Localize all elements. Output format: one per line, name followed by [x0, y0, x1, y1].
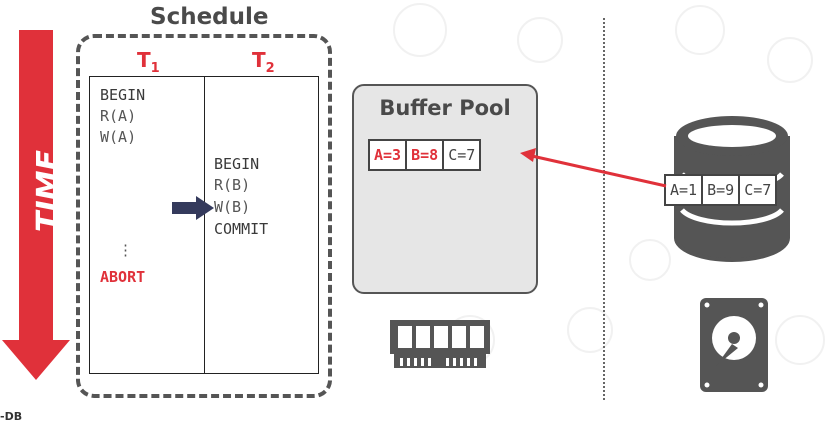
t2-op-begin: BEGIN	[214, 155, 260, 173]
txn-header-t2: T2	[252, 48, 275, 76]
txn-header-t1: T1	[137, 48, 160, 76]
t2-op-write-b: W(B)	[214, 198, 251, 216]
t1-op-begin: BEGIN	[100, 86, 146, 104]
disk-cell-b: B=9	[703, 176, 741, 204]
t2-op-commit: COMMIT	[214, 220, 269, 238]
hard-drive-icon	[700, 298, 768, 392]
column-divider	[204, 77, 205, 373]
disk-cell-c: C=7	[744, 181, 772, 199]
buffer-pool-box: Buffer Pool	[352, 84, 538, 294]
time-arrow-icon	[2, 30, 70, 380]
t1-op-write-a: W(A)	[100, 128, 137, 146]
ram-chip-icon	[390, 320, 490, 368]
t2-op-read-b: R(B)	[214, 176, 251, 194]
schedule-table: BEGIN R(A) W(A) ⋮ ABORT BEGIN R(B) W(B) …	[89, 76, 319, 374]
page-fetch-arrow-icon	[520, 148, 667, 188]
buffer-cell-a: A=3	[370, 141, 408, 169]
buffer-cell-c: C=7	[448, 146, 476, 164]
time-label: TIME	[31, 150, 66, 232]
schedule-box	[76, 34, 332, 398]
t1-op-read-a: R(A)	[100, 107, 137, 125]
disk-cells: A=1 B=9 C=7	[664, 174, 778, 206]
memory-disk-separator	[603, 18, 605, 400]
current-step-arrow-icon	[172, 196, 214, 220]
buffer-pool-cells: A=3 B=8 C=7	[368, 139, 482, 171]
t1-op-abort: ABORT	[100, 268, 146, 286]
schedule-title: Schedule	[150, 4, 269, 30]
footer-text: -DB	[0, 410, 23, 423]
disk-cell-a: A=1	[666, 176, 704, 204]
buffer-pool-title: Buffer Pool	[379, 96, 511, 120]
buffer-cell-b: B=8	[407, 141, 445, 169]
time-label-wrap: TIME	[31, 150, 66, 232]
t1-op-ellipsis: ⋮	[118, 241, 133, 259]
